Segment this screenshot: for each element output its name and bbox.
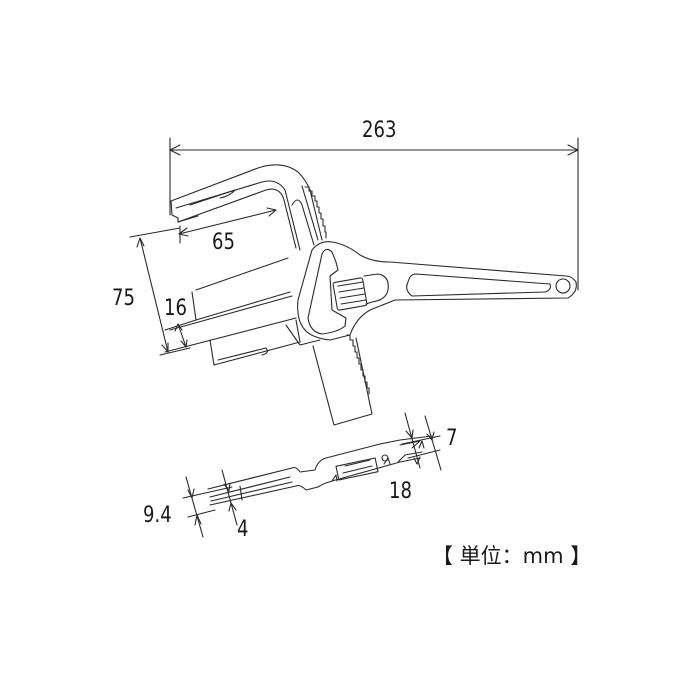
dimension-16 — [174, 323, 188, 348]
label-75: 75 — [112, 286, 135, 311]
label-16: 16 — [164, 296, 187, 321]
wrench-side-view — [207, 435, 433, 506]
dimension-18 — [413, 440, 425, 465]
wrench-front-view — [164, 164, 577, 426]
dimension-65 — [178, 207, 277, 244]
dimension-4 — [221, 469, 238, 526]
label-65: 65 — [212, 230, 235, 255]
label-263: 263 — [362, 118, 397, 143]
dimension-7 — [401, 412, 442, 471]
dimension-75 — [129, 227, 191, 356]
unit-label: 【 単位：mm 】 — [432, 544, 592, 568]
label-4: 4 — [237, 517, 249, 542]
label-9.4: 9.4 — [143, 503, 172, 528]
worm-screw — [332, 273, 389, 311]
label-7: 7 — [446, 426, 458, 451]
label-18: 18 — [389, 479, 412, 504]
dimension-9.4 — [182, 476, 233, 538]
dimension-263 — [169, 137, 579, 291]
